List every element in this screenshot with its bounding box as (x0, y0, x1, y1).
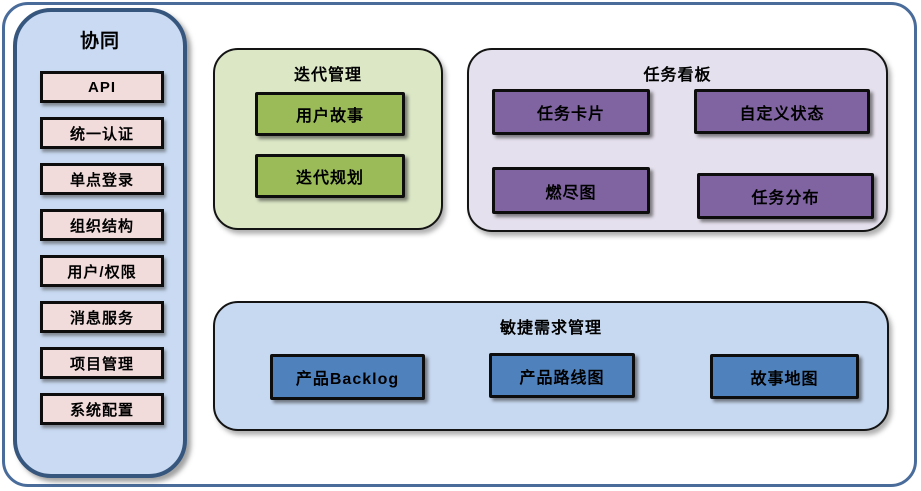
card-story-map: 故事地图 (710, 354, 859, 399)
sidebar-item-api: API (40, 71, 164, 103)
sidebar-item-org-structure: 组织结构 (40, 209, 164, 241)
sidebar-item-unified-auth: 统一认证 (40, 117, 164, 149)
card-burndown-chart: 燃尽图 (492, 167, 650, 214)
sidebar-item-project-mgmt: 项目管理 (40, 347, 164, 379)
sidebar-item-system-config: 系统配置 (40, 393, 164, 425)
card-task-card: 任务卡片 (492, 89, 650, 135)
agile-requirements-panel: 敏捷需求管理 产品Backlog 产品路线图 故事地图 (213, 301, 889, 431)
sidebar-title: 协同 (79, 31, 120, 52)
card-iteration-planning: 迭代规划 (255, 154, 405, 198)
kanban-panel-title: 任务看板 (643, 67, 712, 84)
card-user-story: 用户故事 (255, 92, 405, 136)
card-product-roadmap: 产品路线图 (489, 353, 635, 398)
card-task-distribution: 任务分布 (697, 173, 874, 219)
card-product-backlog: 产品Backlog (270, 354, 425, 400)
iteration-management-panel: 迭代管理 用户故事 迭代规划 (213, 48, 443, 230)
sidebar-item-sso: 单点登录 (40, 163, 164, 195)
agile-panel-title: 敏捷需求管理 (499, 320, 602, 337)
card-custom-status: 自定义状态 (694, 89, 870, 134)
iteration-panel-title: 迭代管理 (293, 67, 362, 84)
sidebar-item-user-perms: 用户/权限 (40, 255, 164, 287)
sidebar-item-message-svc: 消息服务 (40, 301, 164, 333)
task-board-panel: 任务看板 任务卡片 自定义状态 燃尽图 任务分布 (467, 48, 888, 232)
collaboration-sidebar: 协同 API 统一认证 单点登录 组织结构 用户/权限 消息服务 项目管理 系统… (13, 8, 187, 478)
